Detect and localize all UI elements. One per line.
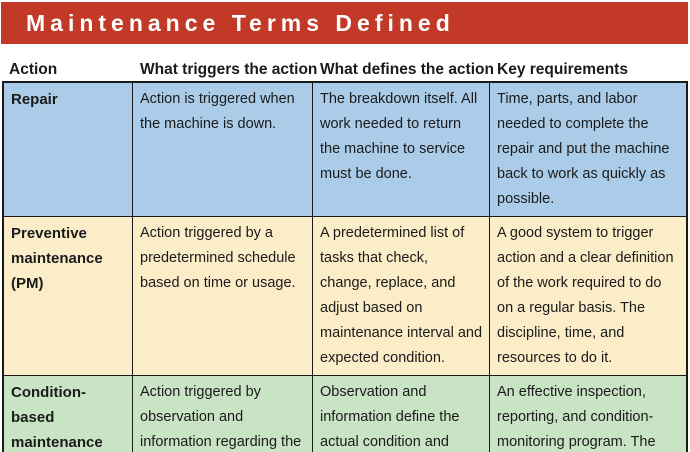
- column-header-action: Action: [9, 61, 58, 78]
- cell-requirements: A good system to trigger action and a cl…: [497, 225, 674, 366]
- cell-triggers: Action triggered by observation and info…: [133, 376, 313, 452]
- column-header-defines: What defines the action: [320, 61, 494, 78]
- page-title: Maintenance Terms Defined: [26, 9, 455, 36]
- cell-requirements: An effective inspection, reporting, and …: [497, 384, 656, 450]
- cell-triggers: Action is triggered when the machine is …: [133, 83, 313, 216]
- cell-defines: A predetermined list of tasks that check…: [313, 217, 490, 375]
- cell-requirements: Time, parts, and labor needed to complet…: [497, 91, 670, 207]
- table-row-cbm: Condition-based maintenance (CBM) Action…: [4, 375, 686, 452]
- cell-action: Preventive maintenance (PM): [4, 217, 133, 375]
- cell-triggers: Action triggered by a predetermined sche…: [133, 217, 313, 375]
- table-row-repair: Repair Action is triggered when the mach…: [4, 83, 686, 216]
- column-header-requirements: Key requirements: [497, 61, 628, 78]
- table-header-row: Action What triggers the action What def…: [2, 55, 688, 83]
- cell-defines: The breakdown itself. All work needed to…: [313, 83, 490, 216]
- title-banner: Maintenance Terms Defined: [1, 2, 688, 44]
- column-header-triggers: What triggers the action: [140, 61, 318, 78]
- cell-defines: Observation and information define the a…: [313, 376, 490, 452]
- cell-action: Condition-based maintenance (CBM): [4, 376, 133, 452]
- table-row-pm: Preventive maintenance (PM) Action trigg…: [4, 216, 686, 375]
- maintenance-terms-table: Repair Action is triggered when the mach…: [2, 81, 688, 452]
- cell-action: Repair: [4, 83, 133, 216]
